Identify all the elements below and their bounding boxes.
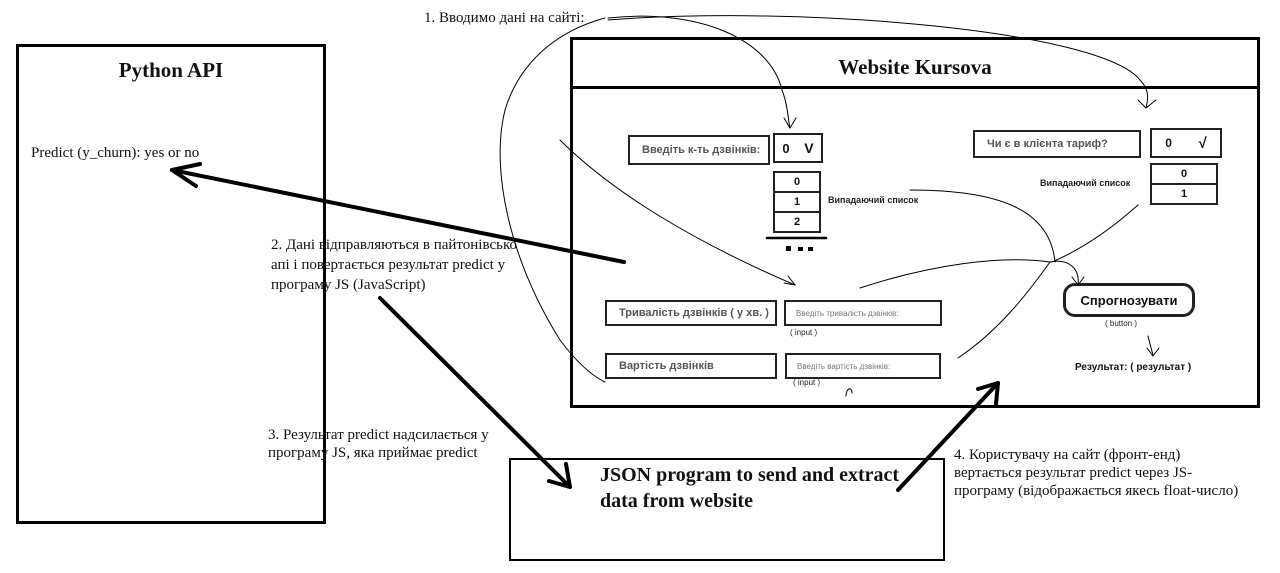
- tariff-value: 0: [1165, 136, 1172, 150]
- note-step4-line3: програму (відображається якесь float-чис…: [954, 483, 1239, 499]
- curve-into-button: [1049, 260, 1079, 286]
- curve-dropdown-to-button: [1051, 204, 1139, 263]
- cost-placeholder: Введіть вартість дзвінків:: [797, 361, 891, 371]
- button-caption: ( button ): [1105, 319, 1138, 328]
- arrowhead-python-api: [170, 162, 202, 188]
- ellipsis-dots: [786, 246, 813, 251]
- note-step2-line1: 2. Дані відправляються в пайтонівсько: [271, 237, 517, 253]
- calls-count-label-box: Введіть к-ть дзвінків:: [628, 135, 770, 165]
- arrowhead-tariff: [1137, 99, 1157, 109]
- arrowhead-json-program: [547, 462, 572, 489]
- arrowhead-button: [1071, 276, 1085, 286]
- cost-input-squiggle: [845, 388, 853, 397]
- calls-count-label: Введіть к-ть дзвінків:: [642, 144, 761, 156]
- predict-button-label: Спрогнозувати: [1080, 292, 1178, 308]
- duration-placeholder: Введіть тривалість дзвінків:: [796, 308, 899, 318]
- tariff-option-1[interactable]: 1: [1150, 183, 1218, 205]
- curve-button-to-result: [1147, 335, 1154, 357]
- duration-label-box: Тривалість дзвінків ( у хв. ): [605, 300, 777, 326]
- arrow-to-website: [896, 381, 1000, 492]
- arrowhead-duration: [783, 275, 796, 286]
- curve-duration-to-button: [859, 259, 1051, 289]
- arrowhead-calls: [783, 117, 797, 129]
- json-program-title: JSON program to send and extract data fr…: [600, 464, 900, 512]
- note-step4-line2: вертається результат predict через JS-: [954, 465, 1193, 481]
- duration-label: Тривалість дзвінків ( у хв. ): [619, 307, 769, 319]
- tariff-label: Чи є в клієнта тариф?: [987, 138, 1108, 150]
- duration-caption: ( input ): [790, 328, 818, 337]
- curve-calls-to-button: [909, 189, 1056, 263]
- step1-curve-to-tariff: [607, 15, 1149, 109]
- note-step4-line1: 4. Користувачу на сайт (фронт-енд): [954, 447, 1181, 463]
- duration-input[interactable]: Введіть тривалість дзвінків:: [784, 300, 942, 326]
- cost-label-box: Вартість дзвінків: [605, 353, 777, 379]
- cost-input[interactable]: Введіть вартість дзвінків:: [785, 353, 941, 379]
- tariff-label-box: Чи є в клієнта тариф?: [973, 130, 1141, 158]
- note-step2-line3: програму JS (JavaScript): [271, 277, 426, 293]
- python-api-predict-text: Predict (y_churn): yes or no: [31, 145, 200, 161]
- note-step3-line1: 3. Результат predict надсилається у: [268, 427, 489, 443]
- result-text: Результат: ( результат ): [1075, 362, 1192, 373]
- note-step3-line2: програму JS, яка приймає predict: [268, 445, 478, 461]
- website-box: [570, 37, 1260, 408]
- step1-curve-to-calls: [607, 15, 791, 129]
- dropdown-caption-left: Випадаючий список: [828, 195, 919, 205]
- calls-count-select[interactable]: 0 V: [773, 133, 823, 163]
- json-program-box: [509, 458, 945, 561]
- arrowhead-result: [1146, 347, 1160, 357]
- dropdown-caption-right: Випадаючий список: [1040, 178, 1131, 188]
- curve-cost-to-button: [957, 261, 1051, 359]
- predict-button[interactable]: Спрогнозувати: [1063, 283, 1195, 317]
- arrow-to-json-program: [378, 296, 572, 489]
- cost-caption: ( input ): [793, 378, 821, 387]
- calls-count-value: 0: [782, 140, 790, 156]
- calls-option-2[interactable]: 2: [773, 211, 821, 233]
- arrowhead-website: [976, 381, 1000, 406]
- curve-to-duration: [559, 139, 796, 286]
- note-step1: 1. Вводимо дані на сайті:: [424, 10, 585, 26]
- tariff-select[interactable]: 0 √: [1150, 128, 1222, 158]
- note-step2-line2: апі і повертається результат predict у: [271, 257, 506, 273]
- arrow-to-python-api: [170, 168, 626, 264]
- checkmark-icon: √: [1198, 134, 1207, 152]
- python-api-box: [16, 44, 326, 524]
- step1-curve-left: [499, 17, 606, 383]
- website-header-divider: [570, 86, 1260, 89]
- website-title: Website Kursova: [838, 55, 992, 79]
- cost-label: Вартість дзвінків: [619, 360, 714, 372]
- chevron-down-icon: V: [804, 140, 814, 156]
- python-api-title: Python API: [118, 58, 224, 82]
